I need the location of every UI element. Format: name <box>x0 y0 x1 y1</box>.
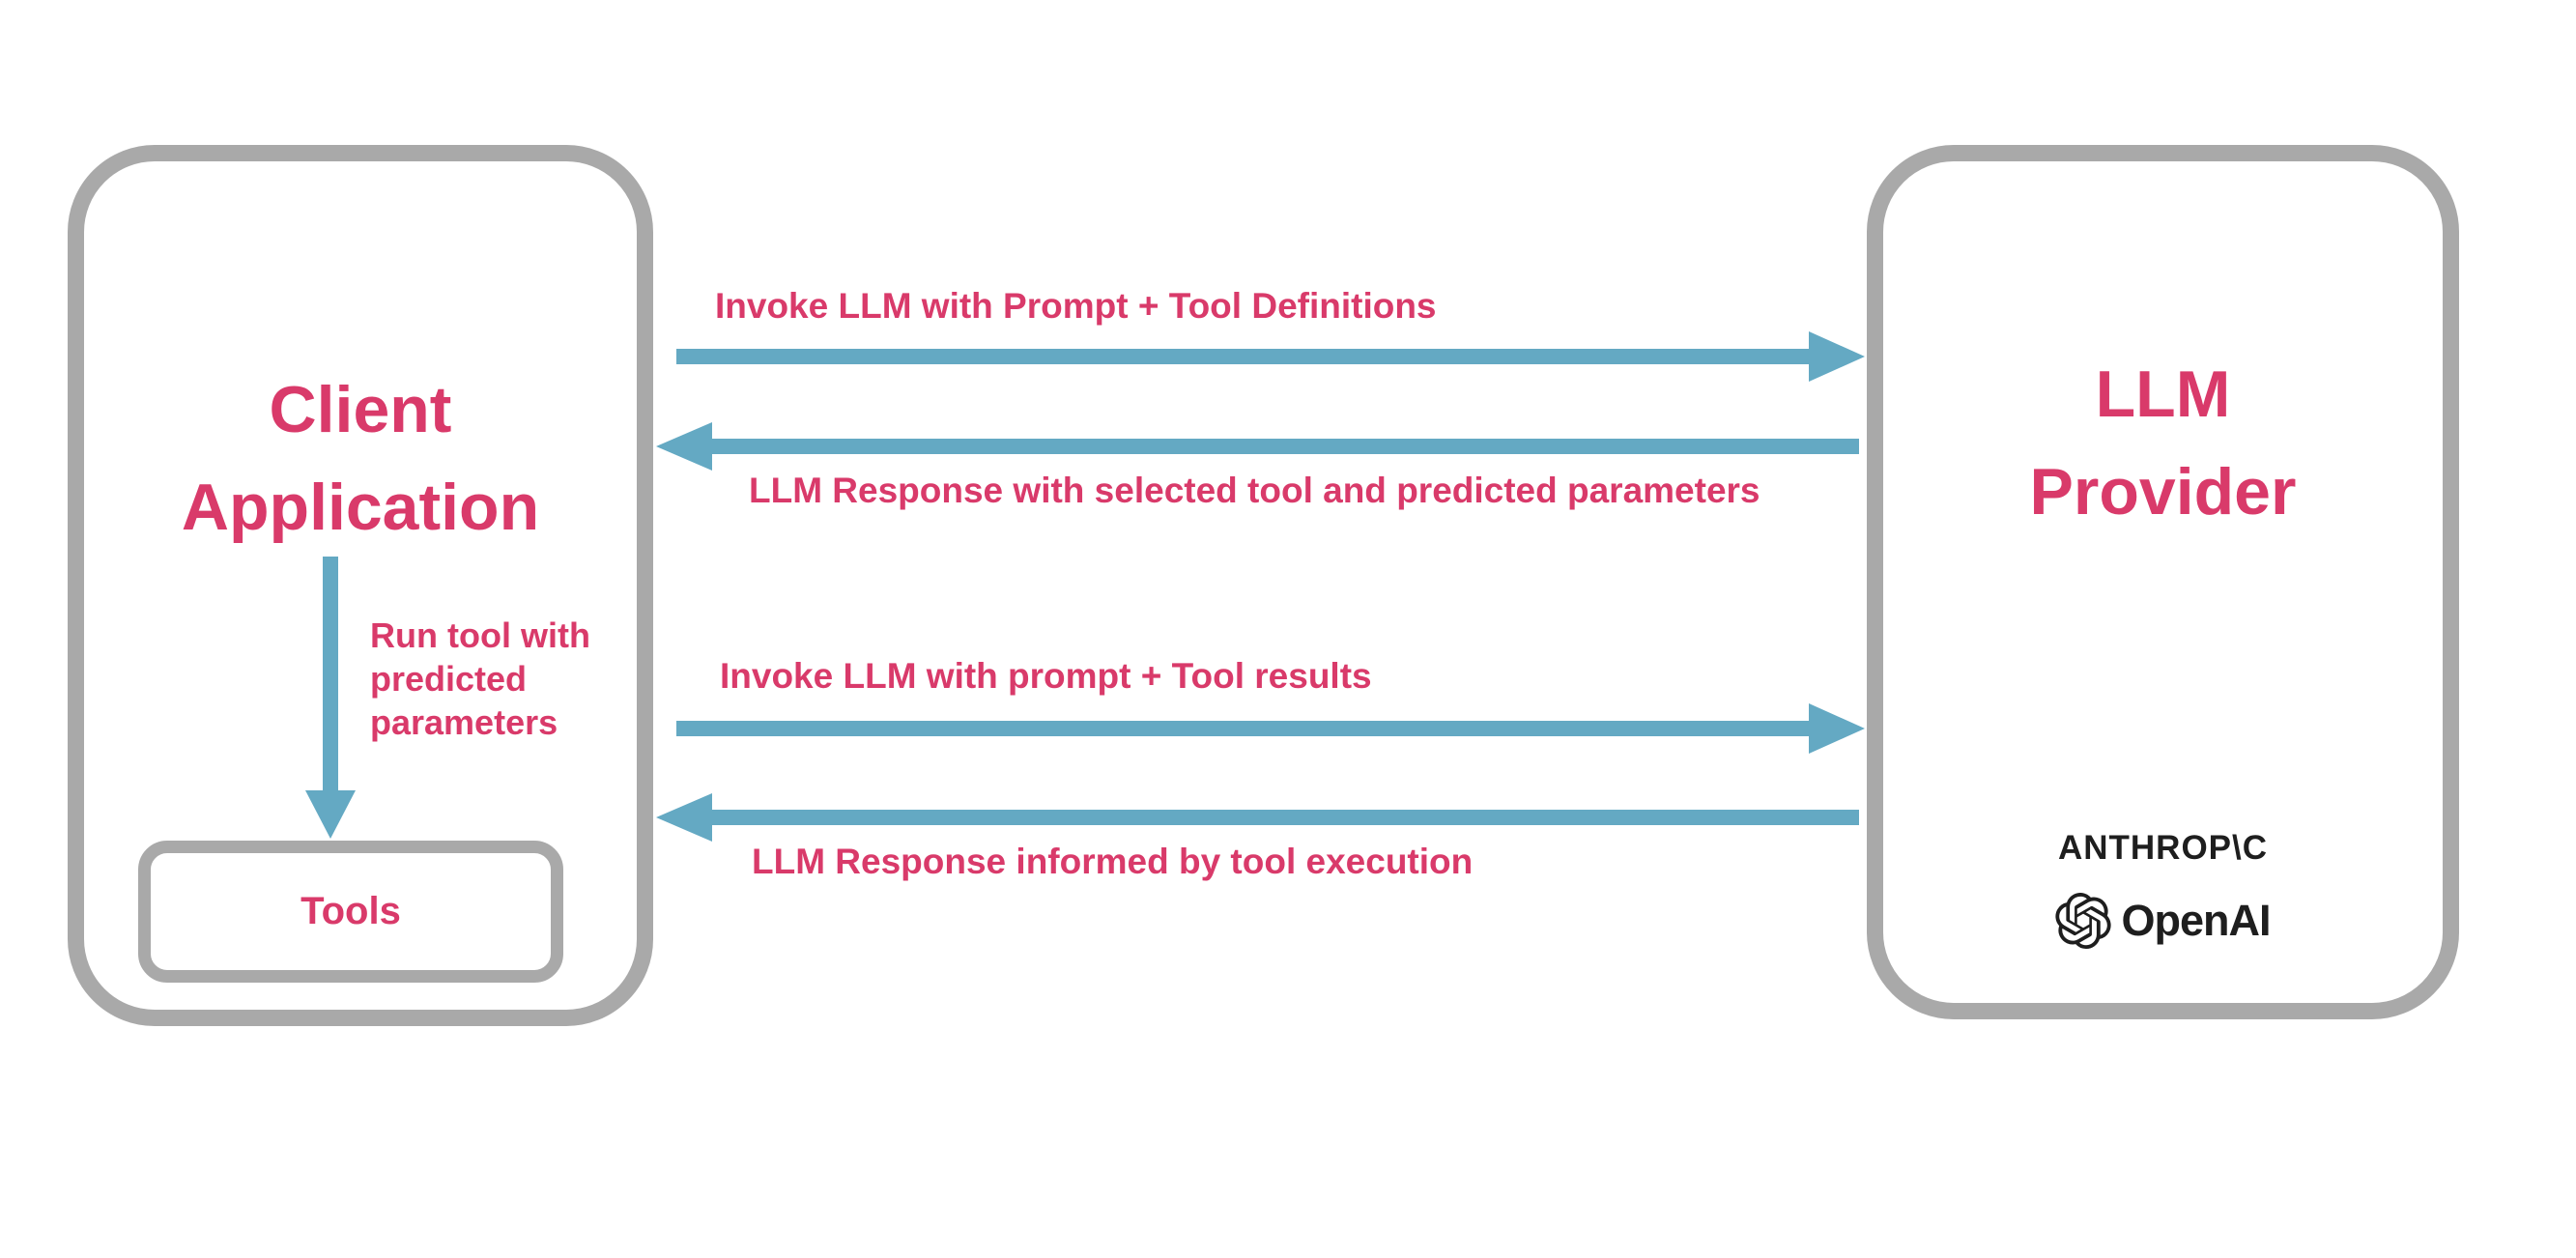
arrow-label-response-selected: LLM Response with selected tool and pred… <box>749 471 1760 510</box>
arrow-invoke-definitions-head-icon <box>1809 331 1865 382</box>
client-application-box <box>68 145 653 1026</box>
client-application-title: Client Application <box>68 361 653 557</box>
openai-logo: OpenAI <box>2055 893 2272 949</box>
tools-box: Tools <box>138 841 563 983</box>
openai-wordmark: OpenAI <box>2121 896 2271 945</box>
arrow-response-informed-head-icon <box>656 793 712 842</box>
arrow-response-selected-head-icon <box>656 422 712 471</box>
arrow-invoke-results-body <box>676 721 1809 736</box>
llm-provider-box <box>1867 145 2459 1019</box>
llm-title-line2: Provider <box>2029 455 2297 529</box>
openai-icon <box>2055 893 2112 949</box>
arrow-response-informed-body <box>712 810 1859 825</box>
arrow-invoke-results-head-icon <box>1809 703 1865 754</box>
arrow-label-invoke-results: Invoke LLM with prompt + Tool results <box>720 656 1372 696</box>
provider-logos: ANTHROP\C OpenAI <box>1867 829 2459 949</box>
run-tool-label: Run tool with predicted parameters <box>370 615 590 742</box>
anthropic-logo: ANTHROP\C <box>2057 829 2269 867</box>
run-tool-arrow-body <box>323 557 338 790</box>
client-title-line2: Application <box>181 471 540 544</box>
arrow-label-response-informed: LLM Response informed by tool execution <box>752 842 1474 881</box>
arrow-response-selected-body <box>712 439 1859 454</box>
llm-title-line1: LLM <box>2095 357 2231 431</box>
run-tool-arrow-head-icon <box>305 790 356 839</box>
arrow-invoke-definitions-body <box>676 349 1809 364</box>
tools-label: Tools <box>301 890 401 932</box>
client-title-line1: Client <box>269 373 452 446</box>
llm-provider-title: LLM Provider <box>1867 346 2459 541</box>
arrow-label-invoke-definitions: Invoke LLM with Prompt + Tool Definition… <box>715 286 1437 326</box>
